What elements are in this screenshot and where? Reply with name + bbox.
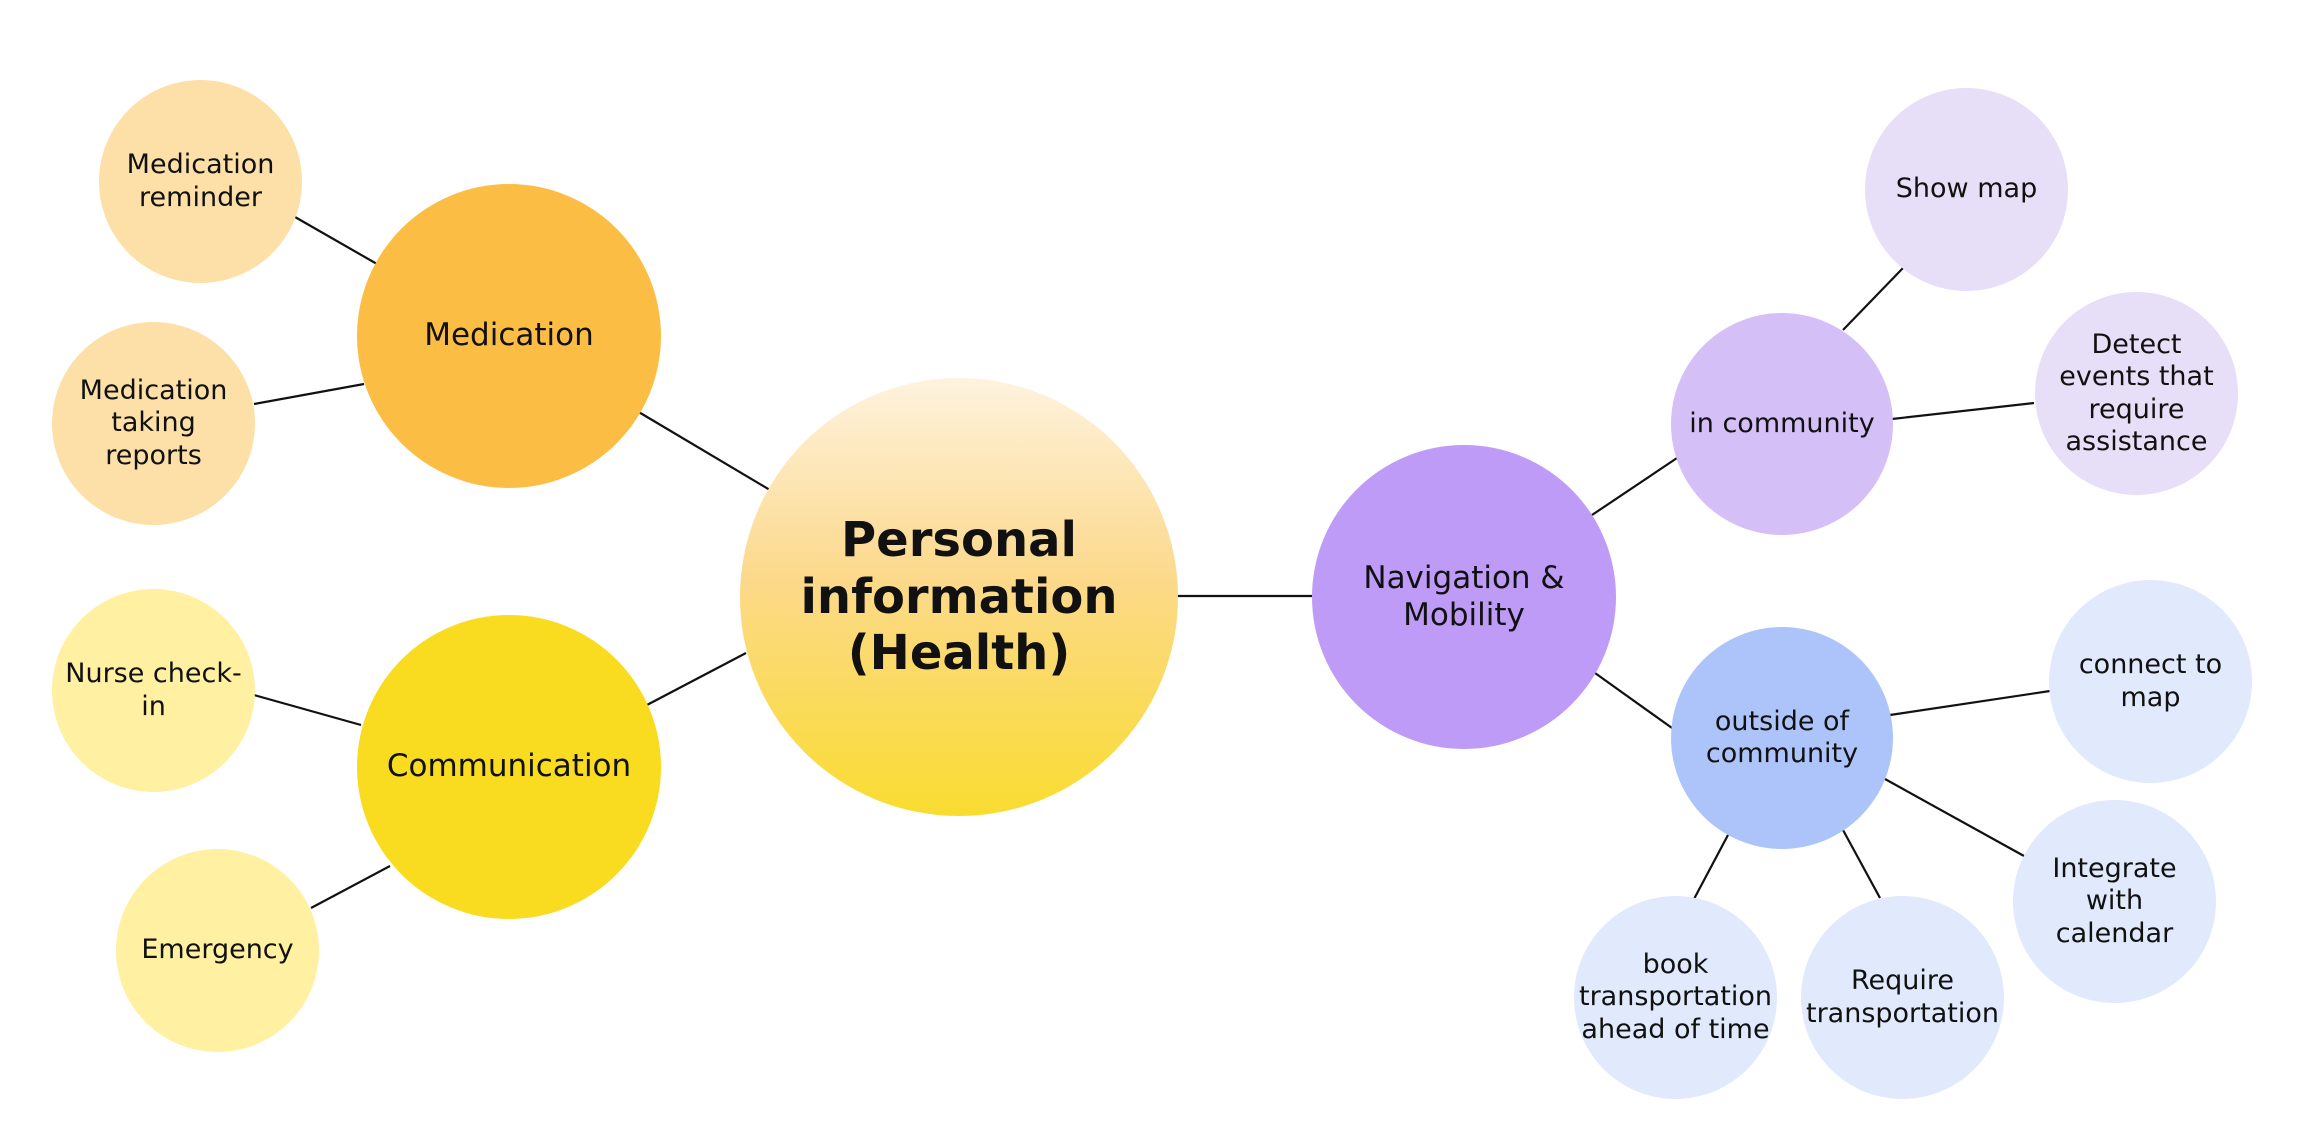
connector-in-community-detect-events <box>1891 401 2035 421</box>
in-community-label: in community <box>1689 407 1875 439</box>
emergency-label: Emergency <box>141 934 294 966</box>
show-map-label: Show map <box>1895 173 2038 205</box>
detect-events-node: Detect events that require assistance <box>2035 292 2238 495</box>
navigation-mobility-node: Navigation & Mobility <box>1312 445 1616 749</box>
medication-reports-node: Medication taking reports <box>52 322 255 525</box>
nurse-check-in-node: Nurse check- in <box>52 589 255 792</box>
medication-label: Medication <box>424 317 594 354</box>
connector-root-medication <box>636 410 776 494</box>
connector-outside-integrate-calendar <box>1884 778 2025 857</box>
connector-communication-nurse <box>253 693 362 727</box>
integrate-calendar-label: Integrate with calendar <box>2052 852 2177 949</box>
connector-navigation-in-community <box>1591 457 1678 516</box>
root-label: Personal information (Health) <box>800 512 1118 682</box>
medication-reminder-node: Medication reminder <box>99 80 302 283</box>
outside-community-node: outside of community <box>1671 627 1893 849</box>
connector-outside-book-transportation <box>1693 834 1729 900</box>
medication-node: Medication <box>357 184 661 488</box>
book-transportation-node: book transportation ahead of time <box>1574 896 1777 1099</box>
connector-medication-reports <box>253 382 365 406</box>
detect-events-label: Detect events that require assistance <box>2059 328 2214 457</box>
connector-outside-require-transportation <box>1842 829 1881 899</box>
in-community-node: in community <box>1671 313 1893 535</box>
navigation-mobility-label: Navigation & Mobility <box>1363 559 1565 633</box>
connector-root-communication <box>644 652 747 707</box>
require-transportation-label: Require transportation <box>1805 965 2000 1029</box>
connector-outside-connect-map <box>1889 689 2051 717</box>
outside-community-label: outside of community <box>1705 705 1859 769</box>
integrate-calendar-node: Integrate with calendar <box>2013 800 2216 1003</box>
book-transportation-label: book transportation ahead of time <box>1578 948 1773 1045</box>
emergency-node: Emergency <box>116 849 319 1052</box>
connect-to-map-label: connect to map <box>2078 649 2223 713</box>
communication-node: Communication <box>357 615 661 919</box>
nurse-check-in-label: Nurse check- in <box>65 658 242 722</box>
connect-to-map-node: connect to map <box>2049 580 2252 783</box>
communication-label: Communication <box>386 748 632 785</box>
medication-reminder-label: Medication reminder <box>126 149 275 213</box>
connector-navigation-outside-community <box>1594 672 1673 729</box>
medication-reports-label: Medication taking reports <box>79 374 228 471</box>
root-node: Personal information (Health) <box>740 378 1178 816</box>
connector-medication-reminder <box>294 216 378 265</box>
connector-communication-emergency <box>310 865 391 909</box>
show-map-node: Show map <box>1865 88 2068 291</box>
connector-in-community-show-map <box>1842 267 1904 331</box>
require-transportation-node: Require transportation <box>1801 896 2004 1099</box>
